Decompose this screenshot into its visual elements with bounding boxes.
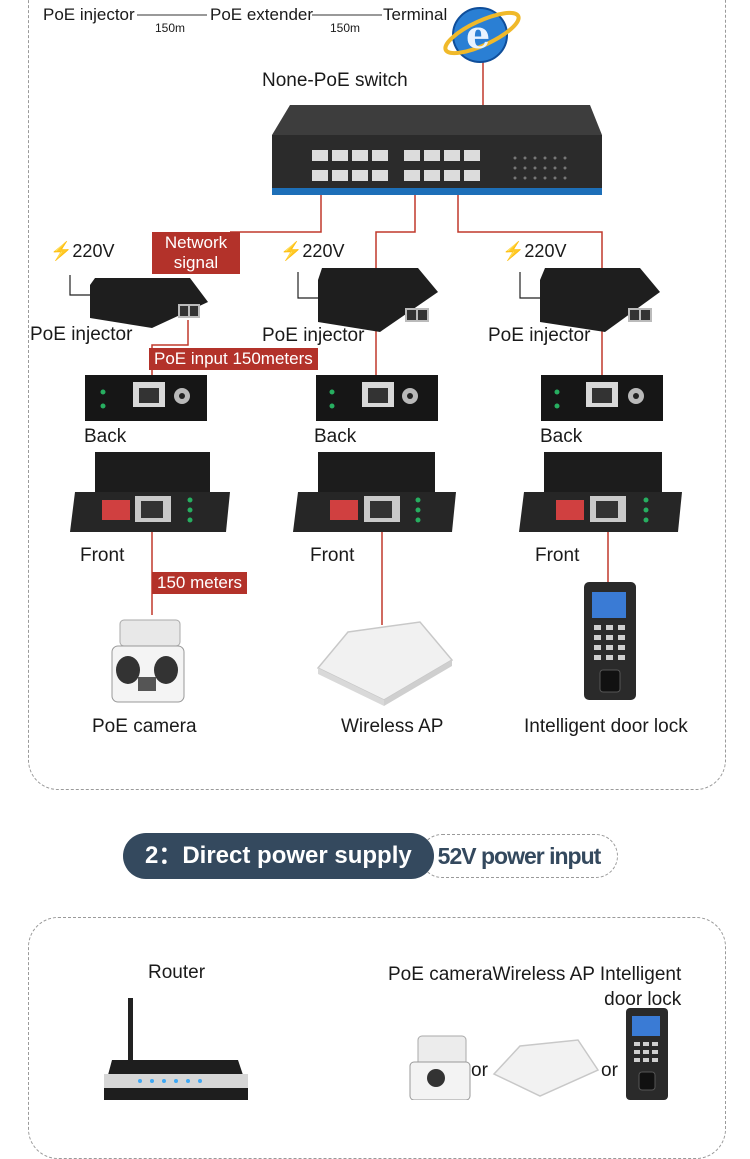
internet-icon: e <box>443 7 521 63</box>
power-input-subtitle: 52V power input <box>420 834 618 878</box>
wireless-ap-image <box>316 621 454 706</box>
injector-label-3: PoE injector <box>488 325 591 346</box>
svg-text:e: e <box>466 12 490 57</box>
extender-back-1 <box>85 375 207 421</box>
or-label-2: or <box>601 1060 618 1081</box>
poe-injector-2 <box>318 268 438 332</box>
poe-camera-image <box>111 619 185 703</box>
legend-extender: PoE extender <box>210 5 314 24</box>
extender-front-2 <box>293 452 456 532</box>
poe-input-tag: PoE input 150meters <box>149 348 318 370</box>
poe-injector-3 <box>540 268 660 332</box>
legend-terminal: Terminal <box>383 5 448 24</box>
back-label-1: Back <box>84 426 127 447</box>
lightning-icon: ⚡ <box>502 241 525 261</box>
bottom-ap-image <box>492 1039 600 1097</box>
or-label-1: or <box>471 1060 488 1081</box>
device-label-1: PoE camera <box>92 716 197 737</box>
diagram-frame-1 <box>28 0 726 790</box>
legend-distance-1: 150m <box>155 21 186 35</box>
injector-label-2: PoE injector <box>262 325 365 346</box>
lightning-icon: ⚡ <box>50 241 73 261</box>
device-label-2: Wireless AP <box>341 716 444 737</box>
door-lock-image <box>584 582 636 700</box>
front-label-1: Front <box>80 545 125 566</box>
front-label-2: Front <box>310 545 355 566</box>
voltage-label-1: ⚡220V <box>50 241 115 261</box>
front-label-3: Front <box>535 545 580 566</box>
back-label-2: Back <box>314 426 357 447</box>
voltage-label-2: ⚡220V <box>280 241 345 261</box>
connection-lines <box>69 14 609 625</box>
lightning-icon: ⚡ <box>280 241 303 261</box>
injector-label-1: PoE injector <box>30 324 133 345</box>
devices-label: PoE cameraWireless AP Intelligent door l… <box>388 964 682 1010</box>
section-title: 2：Direct power supply <box>123 833 434 879</box>
distance-tag: 150 meters <box>152 572 248 594</box>
extender-front-3 <box>519 452 682 532</box>
back-label-3: Back <box>540 426 583 447</box>
switch-label: None-PoE switch <box>262 70 408 91</box>
router-label: Router <box>148 962 206 983</box>
voltage-label-3: ⚡220V <box>502 241 567 261</box>
device-label-3: Intelligent door lock <box>524 716 688 737</box>
legend-injector: PoE injector <box>43 5 135 24</box>
legend-distance-2: 150m <box>330 21 361 35</box>
bottom-camera-image <box>409 1035 471 1100</box>
extender-back-3 <box>541 375 663 421</box>
network-signal-tag: Network signal <box>152 232 240 274</box>
router-image <box>104 998 248 1100</box>
poe-injector-1 <box>90 278 208 328</box>
bottom-door-lock-image <box>626 1008 668 1100</box>
switch-device <box>272 105 602 195</box>
extender-back-2 <box>316 375 438 421</box>
extender-front-1 <box>70 452 230 532</box>
